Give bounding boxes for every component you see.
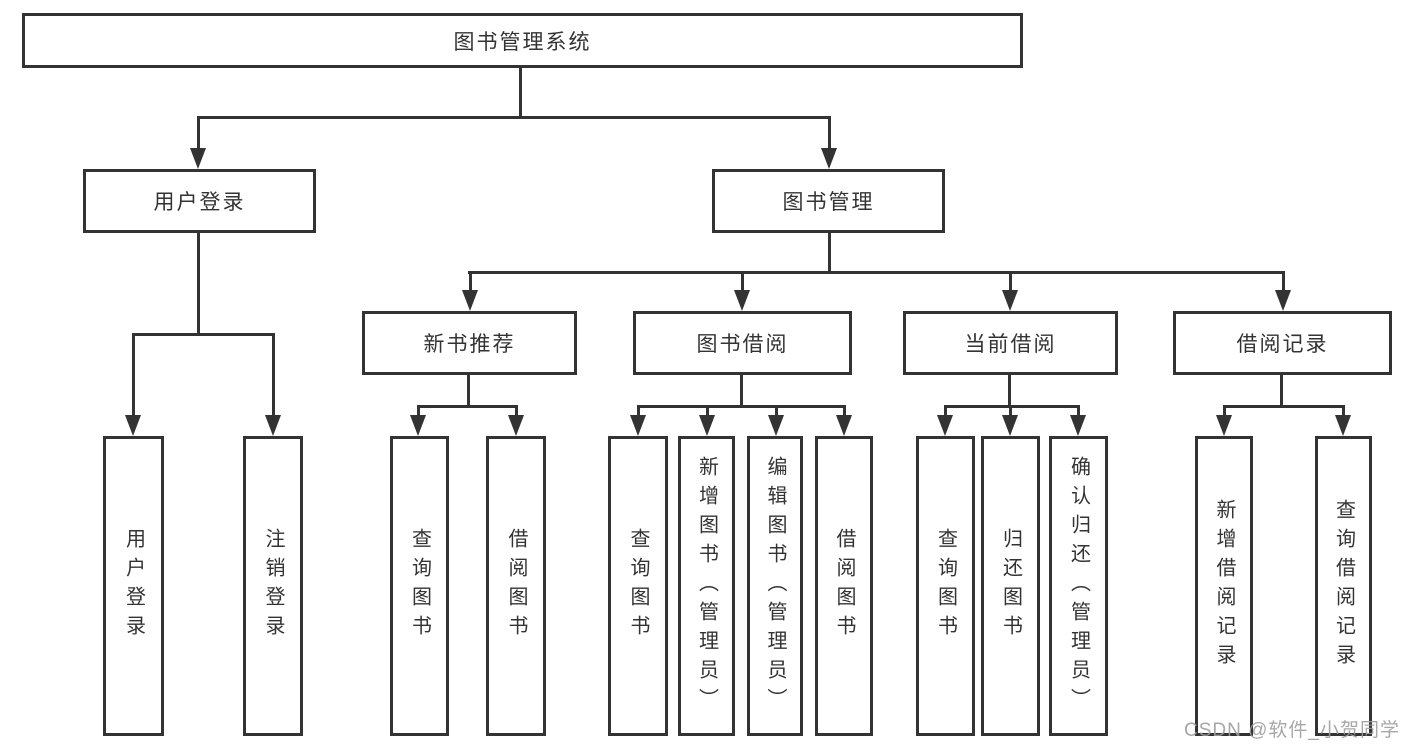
leaf-records-add: 新增借阅记录	[1195, 436, 1253, 736]
arrowhead-icon	[836, 415, 852, 436]
arrowhead-icon	[1002, 415, 1018, 436]
node-book-management: 图书管理	[712, 169, 945, 233]
node-book-borrow: 图书借阅	[633, 311, 852, 375]
connector-line	[1223, 406, 1226, 417]
arrowhead-icon	[508, 415, 524, 436]
connector-line	[637, 405, 846, 408]
arrowhead-icon	[462, 290, 478, 311]
connector-line	[1282, 272, 1285, 292]
leaf-newbook-query: 查询图书	[390, 436, 449, 736]
connector-line	[1009, 272, 1012, 292]
leaf-logout: 注销登录	[243, 436, 303, 736]
arrowhead-icon	[630, 415, 646, 436]
arrowhead-icon	[937, 415, 953, 436]
connector-line	[775, 406, 778, 417]
connector-line	[197, 233, 200, 336]
connector-line	[417, 405, 518, 408]
connector-line	[197, 116, 831, 119]
leaf-records-query: 查询借阅记录	[1315, 436, 1372, 736]
arrowhead-icon	[1335, 415, 1351, 436]
connector-line	[828, 233, 831, 273]
connector-line	[197, 117, 200, 150]
arrowhead-icon	[734, 290, 750, 311]
watermark: CSDN @软件_小贺同学	[1184, 720, 1400, 741]
connector-line	[1077, 406, 1080, 417]
connector-line	[469, 272, 472, 292]
connector-line	[515, 406, 518, 417]
arrowhead-icon	[1216, 415, 1232, 436]
arrowhead-icon	[699, 415, 715, 436]
arrowhead-icon	[265, 415, 281, 436]
arrowhead-icon	[190, 148, 206, 169]
leaf-user-login: 用户登录	[103, 436, 164, 736]
arrowhead-icon	[768, 415, 784, 436]
connector-line	[1008, 375, 1011, 408]
arrowhead-icon	[821, 148, 837, 169]
connector-line	[519, 68, 522, 118]
node-current-borrow: 当前借阅	[903, 311, 1118, 375]
node-new-book-recommend: 新书推荐	[362, 311, 577, 375]
connector-line	[637, 406, 640, 417]
connector-line	[468, 271, 1285, 274]
connector-line	[828, 117, 831, 150]
node-system: 图书管理系统	[22, 13, 1023, 68]
leaf-borrow-add-admin: 新增图书（管理员）	[678, 436, 735, 736]
connector-line	[132, 334, 135, 417]
connector-line	[944, 405, 1080, 408]
connector-line	[944, 406, 947, 417]
connector-line	[1009, 406, 1012, 417]
leaf-newbook-borrow: 借阅图书	[486, 436, 546, 736]
arrowhead-icon	[1070, 415, 1086, 436]
node-borrow-records: 借阅记录	[1173, 311, 1392, 375]
connector-line	[741, 272, 744, 292]
connector-line	[1342, 406, 1345, 417]
connector-line	[740, 375, 743, 408]
arrowhead-icon	[1002, 290, 1018, 311]
leaf-current-confirm-admin: 确认归还（管理员）	[1049, 436, 1108, 736]
connector-line	[132, 333, 275, 336]
connector-line	[843, 406, 846, 417]
leaf-borrow-edit-admin: 编辑图书（管理员）	[747, 436, 803, 736]
arrowhead-icon	[1275, 290, 1291, 311]
leaf-current-query: 查询图书	[916, 436, 975, 736]
connector-line	[467, 375, 470, 408]
leaf-current-return: 归还图书	[981, 436, 1040, 736]
leaf-borrow-query: 查询图书	[608, 436, 668, 736]
connector-line	[1223, 405, 1345, 408]
connector-line	[417, 406, 420, 417]
connector-line	[706, 406, 709, 417]
leaf-borrow-borrow: 借阅图书	[815, 436, 873, 736]
connector-line	[272, 334, 275, 417]
node-user-login: 用户登录	[83, 169, 316, 233]
connector-line	[1280, 375, 1283, 408]
arrowhead-icon	[125, 415, 141, 436]
arrowhead-icon	[410, 415, 426, 436]
